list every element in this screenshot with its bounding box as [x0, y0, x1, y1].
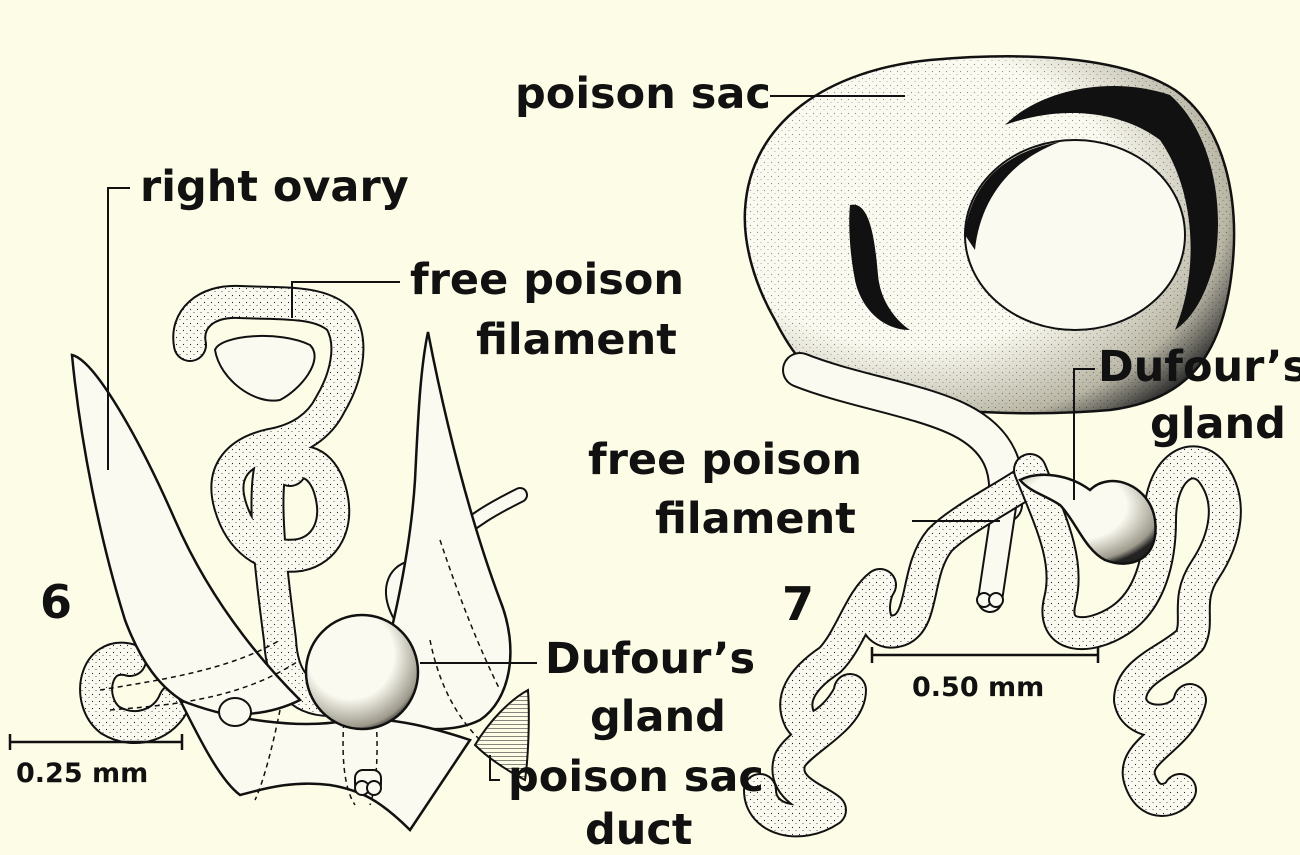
figure-6-label-poison-sac-duct-line2: duct: [585, 808, 692, 853]
figure-6-drawing: [72, 302, 529, 830]
figure-6-scale-label: 0.25 mm: [16, 760, 148, 788]
figure-7-label-poison-sac: poison sac: [515, 72, 771, 117]
figure-7-label-dufours-gland-line2: gland: [1150, 402, 1286, 447]
figure-6-dufours-gland: [306, 615, 418, 729]
figure-7-scale-bar: [872, 647, 1098, 663]
figure-6-label-dufours-gland-line1: Dufour’s: [545, 637, 755, 682]
figure-7-label-free-poison-filament-line1: free poison: [588, 438, 862, 483]
figure-6-label-poison-sac-duct-line1: poison sac: [508, 755, 764, 800]
figure-6-label-free-poison-filament-line2: filament: [476, 318, 677, 363]
figure-7-label-free-poison-filament-line2: filament: [655, 497, 856, 542]
figure-6-label-right-ovary: right ovary: [140, 165, 409, 210]
figure-7-number: 7: [782, 580, 814, 628]
figure-6-label-dufours-gland-line2: gland: [590, 695, 726, 740]
figure-6-label-free-poison-filament-line1: free poison: [410, 258, 684, 303]
figure-7-label-dufours-gland-line1: Dufour’s: [1098, 345, 1300, 390]
figure-7-scale-label: 0.50 mm: [912, 674, 1044, 702]
figure-6-number: 6: [40, 578, 72, 626]
